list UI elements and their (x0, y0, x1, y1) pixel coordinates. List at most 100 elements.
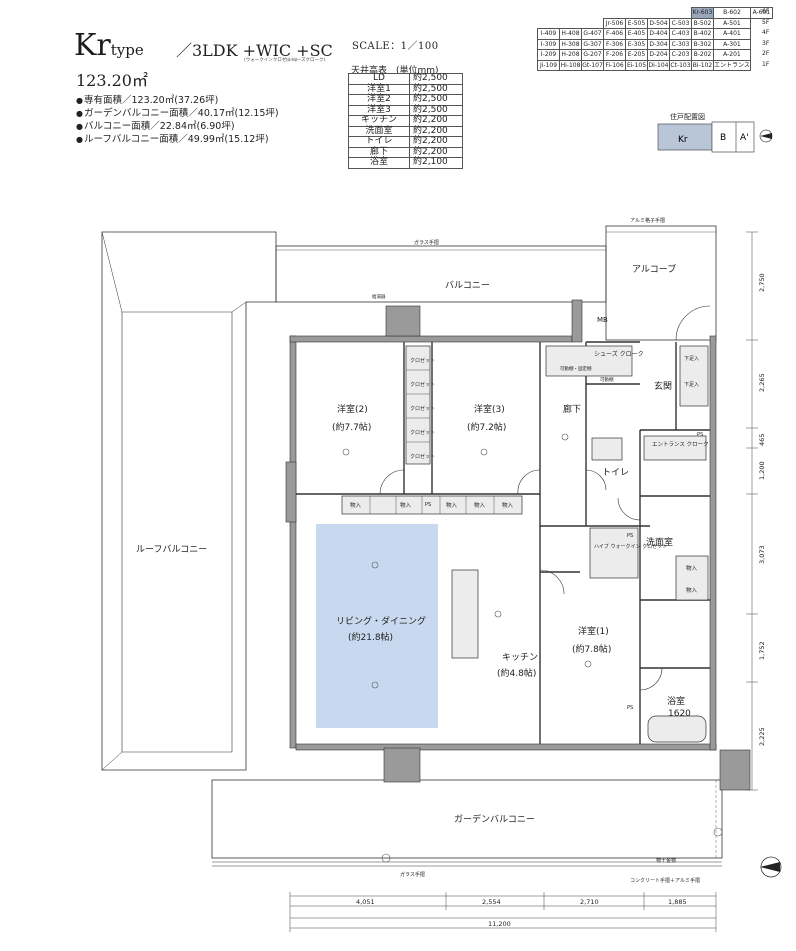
site-plan-title: 住戸配置図 (670, 113, 705, 121)
sc-subtitle: (シューズクローク) (286, 58, 326, 63)
label-glass-rail: ガラス手摺 (414, 239, 439, 246)
kitchen-counter (451, 569, 479, 659)
label-washroom: 洗面室 (646, 536, 673, 548)
door-swing (379, 469, 405, 495)
ceiling-light-icon (480, 448, 488, 456)
ceiling-light-icon (584, 660, 592, 668)
site-other-block (711, 121, 755, 153)
entrance-cloak-block (643, 435, 707, 461)
wall-column (571, 299, 583, 343)
dimension-label: 1,200 (758, 461, 766, 480)
floor-label: 4F (762, 29, 770, 36)
balcony-outline (275, 245, 607, 303)
label-genkan: 玄関 (654, 380, 672, 392)
site-a-label: A' (740, 133, 749, 143)
ceiling-light-icon (494, 610, 502, 618)
floor-label: 6F (762, 8, 770, 15)
label-room1-size: (約7.8帖) (572, 643, 611, 655)
floor-label: 3F (762, 39, 770, 47)
label-storage: 物入 (686, 586, 698, 594)
label-aluminum-rail: アルミ格子手摺 (630, 217, 665, 224)
label-garden-balcony: ガーデンバルコニー (454, 813, 535, 825)
label-room3-size: (約7.2帖) (467, 421, 506, 433)
label-movable-shelf: 可動棚・固定棚 (560, 365, 592, 372)
label-room1: 洋室(1) (578, 625, 609, 637)
dimension-label: 2,265 (758, 373, 766, 392)
total-area: 123.20㎡ (76, 71, 148, 90)
floor-label: 1F (762, 60, 770, 68)
label-mb: MB (597, 316, 608, 324)
toilet-fixture (591, 437, 623, 461)
dimension-total: 11,200 (488, 920, 511, 928)
label-storage: 物入 (686, 564, 698, 572)
wall-west (289, 335, 297, 749)
label-closet: クロゼット (410, 357, 435, 364)
label-shoe-cabinet: 下足入 (684, 382, 699, 388)
door-swing (517, 469, 541, 495)
dimension-label: 2,750 (758, 273, 766, 292)
label-bath: 浴室 (667, 695, 685, 707)
dimension-label: 3,073 (758, 545, 766, 564)
washroom-storage (675, 555, 709, 601)
label-balcony: バルコニー (445, 280, 490, 291)
label-kitchen-size: (約4.8帖) (497, 667, 536, 679)
label-toilet: トイレ (602, 468, 629, 478)
site-b-label: B (720, 133, 726, 143)
ceiling-table-title: 天井高表 (単位mm) (351, 66, 439, 76)
label-ld-size: (約21.8帖) (348, 631, 393, 643)
plan-layout-title: ／3LDK +WIC +SC (176, 41, 333, 60)
dimension-label: 4,051 (356, 898, 375, 906)
wall-east (709, 335, 717, 751)
dimension-label: 2,710 (580, 898, 599, 906)
spec-line: 専有面積／123.20㎡(37.26坪) (76, 94, 279, 107)
label-movable-shelf: 可動棚 (600, 376, 614, 383)
dimension-label: 1,885 (668, 898, 687, 906)
label-storage: 物入 (502, 501, 514, 509)
north-arrow-icon (760, 856, 782, 878)
label-hallway: 廊下 (563, 403, 581, 415)
door-swing (539, 569, 565, 595)
wall-north (289, 335, 573, 343)
label-closet: クロゼット (410, 429, 435, 436)
wall-column (383, 747, 421, 783)
garden-balcony-outline (211, 779, 723, 859)
label-closet: クロゼット (410, 453, 435, 460)
door-swing (585, 469, 607, 491)
door-swing (639, 667, 663, 691)
spec-line: ルーフバルコニー面積／49.99㎡(15.12坪) (76, 133, 279, 146)
dimension-label: 1,752 (758, 641, 766, 660)
label-ps: PS (627, 533, 633, 539)
label-alcove: アルコーブ (632, 263, 676, 275)
wall-column (719, 749, 751, 791)
label-shoe-cabinet: 下足入 (684, 356, 699, 362)
floor-label: 5F (762, 18, 770, 26)
wall-column (285, 461, 297, 523)
wall-south (295, 743, 717, 751)
ceiling-light-icon (561, 433, 569, 441)
wall-column (385, 305, 421, 337)
door-swing (617, 497, 641, 521)
alcove-outline (605, 225, 717, 341)
ld-floor-area (316, 524, 438, 728)
site-kr-label: Kr (678, 135, 688, 145)
unit-cell: Bi-102 (691, 59, 714, 71)
label-concrete-rail: コンクリート手摺＋アルミ手摺 (630, 877, 700, 884)
site-plan: Kr B A' (657, 121, 773, 153)
label-storage: 物入 (446, 501, 458, 509)
label-glass-rail: ガラス手摺 (400, 871, 425, 878)
spec-line: ガーデンバルコニー面積／40.17㎡(12.15坪) (76, 107, 279, 120)
ceiling-light-icon (371, 681, 379, 689)
table-row: 浴室約2,100 (348, 157, 463, 169)
scale-label: SCALE：1／100 (352, 41, 439, 52)
label-room3: 洋室(3) (474, 403, 505, 415)
storage-row (341, 495, 523, 515)
drain-icon (381, 853, 391, 863)
label-room2: 洋室(2) (337, 403, 368, 415)
